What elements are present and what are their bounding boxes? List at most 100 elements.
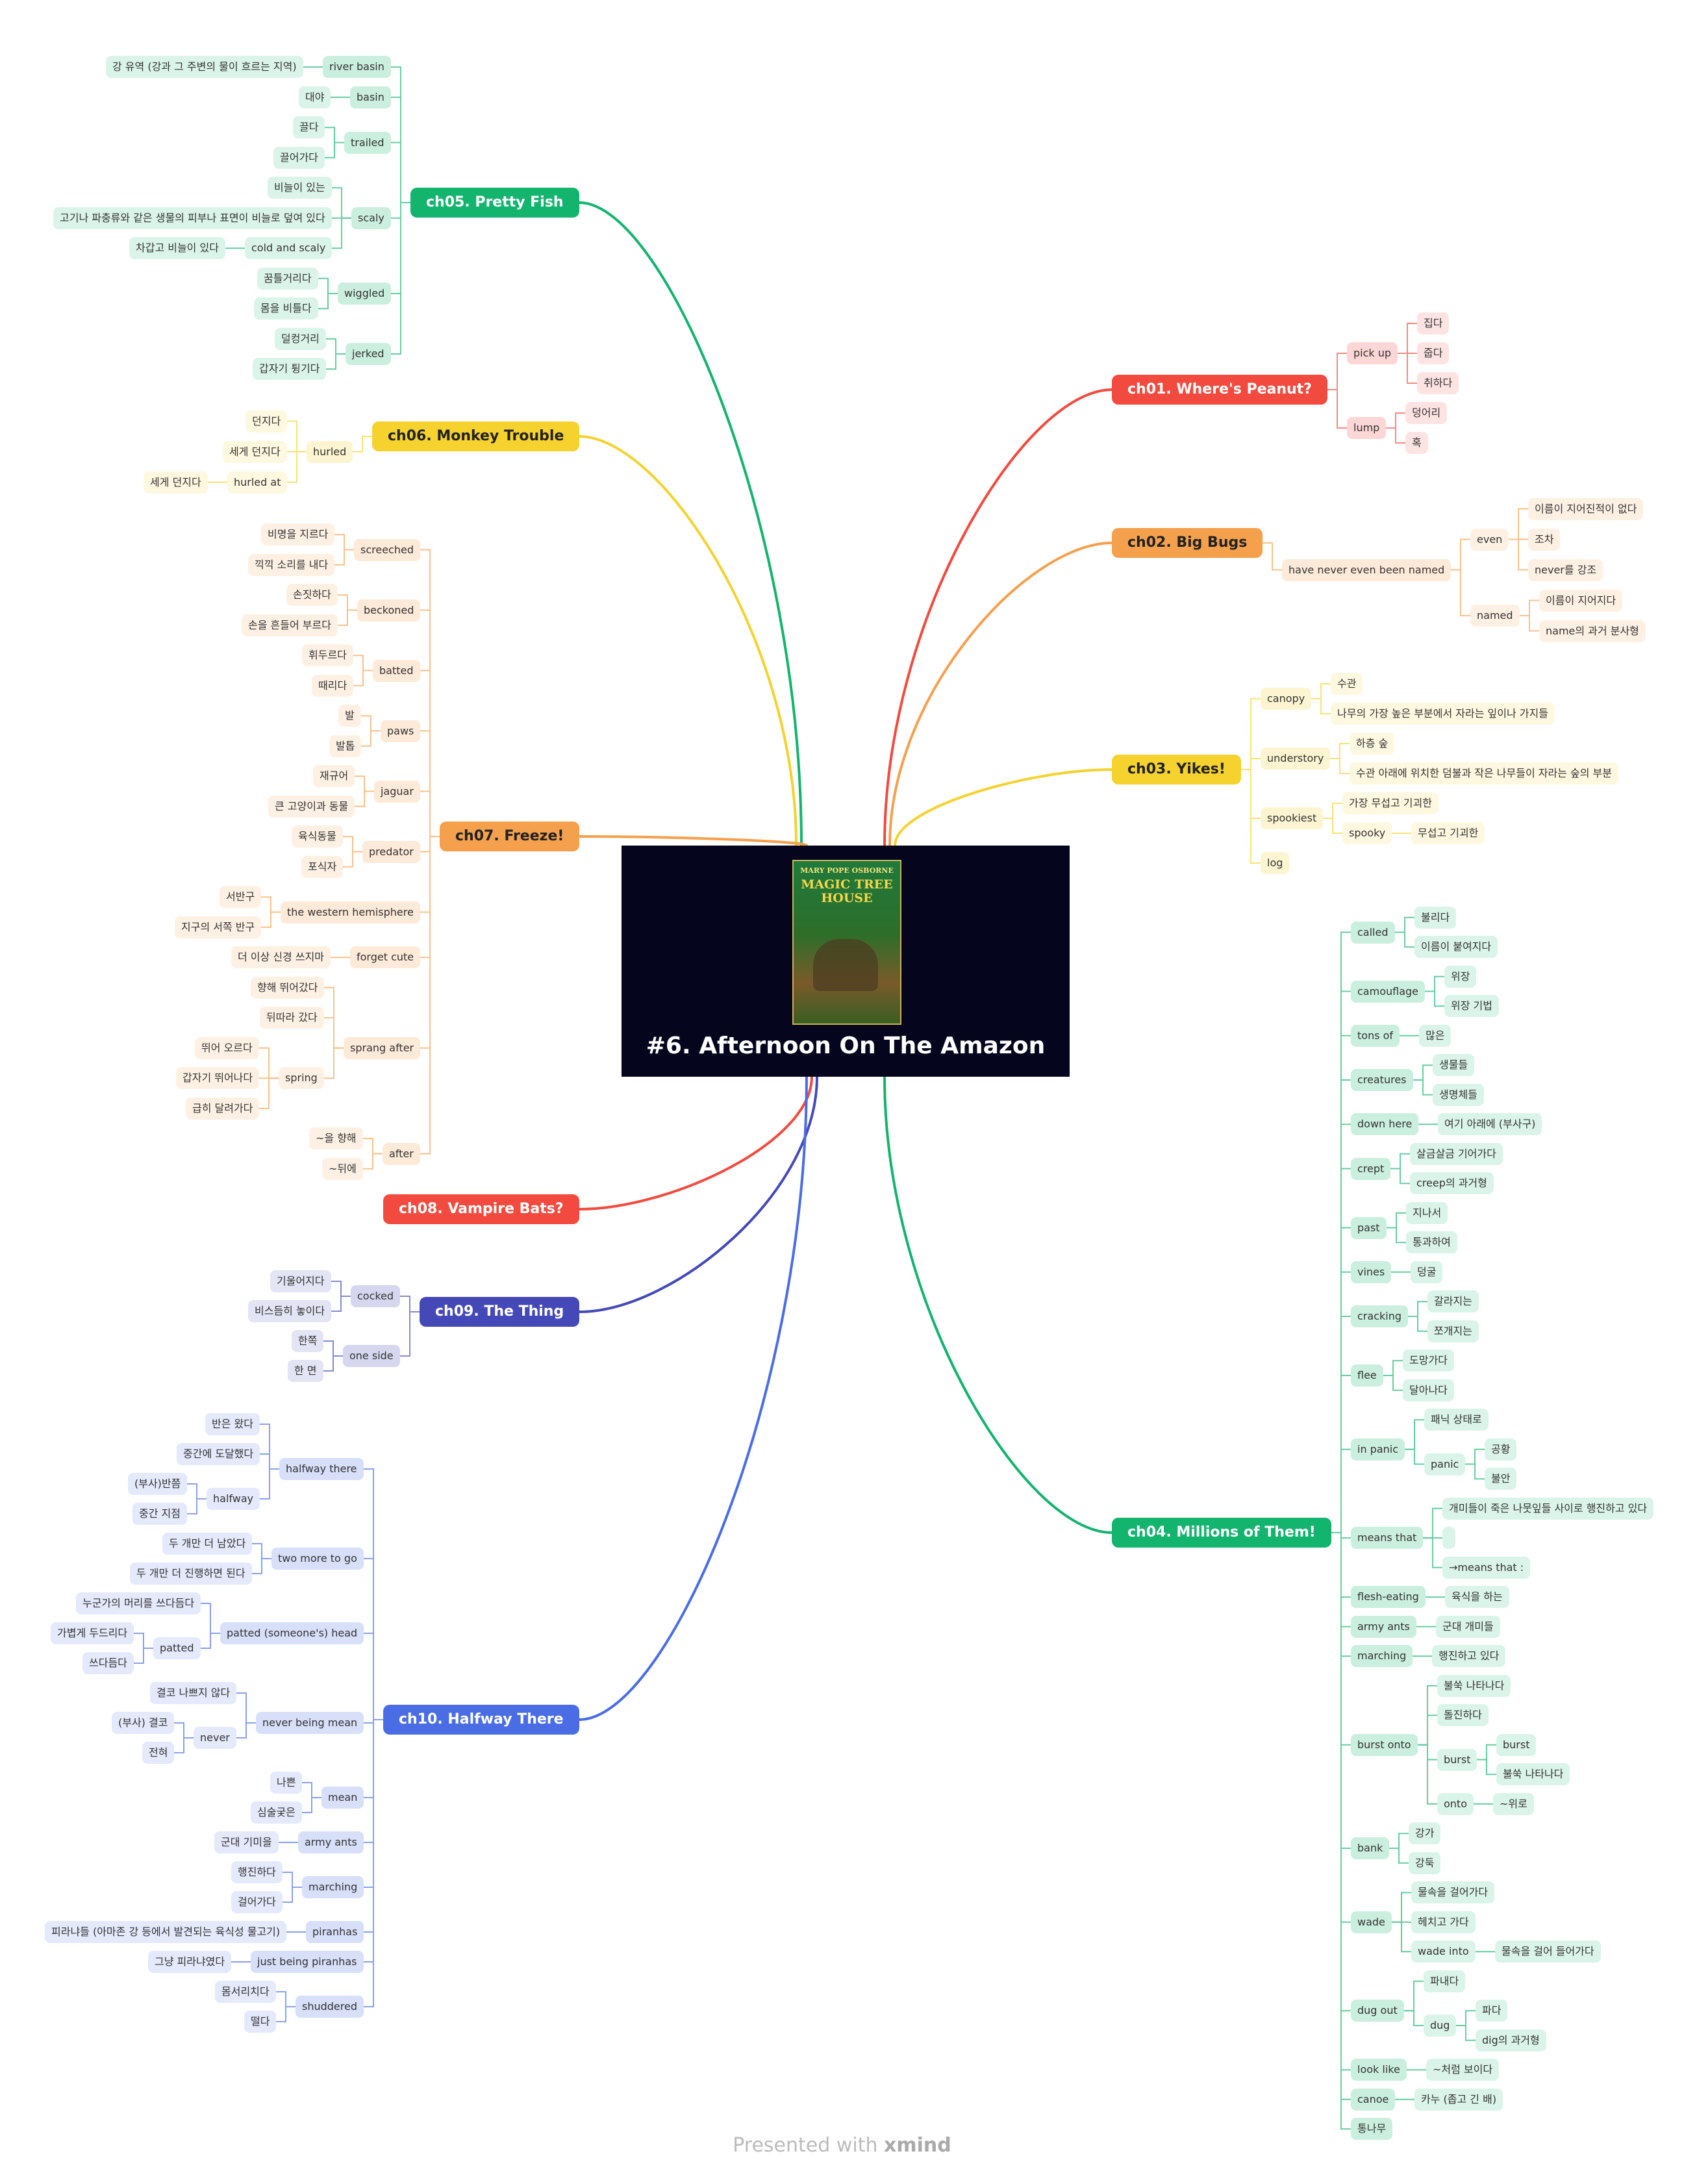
subtopic-item[interactable]: 가볍게 두드리다	[51, 1622, 134, 1644]
subtopic-onto[interactable]: onto	[1437, 1792, 1474, 1815]
topic-patted-someone-s-head[interactable]: patted (someone's) head	[220, 1622, 364, 1644]
topic-mean[interactable]: mean	[321, 1787, 364, 1809]
topic-paws[interactable]: paws	[381, 720, 421, 742]
subtopic-item[interactable]: 급히 달려가다	[186, 1097, 260, 1120]
subtopic-item[interactable]: 기울어지다	[270, 1270, 331, 1292]
subtopic-spring[interactable]: spring	[279, 1067, 324, 1090]
topic-cracking[interactable]: cracking	[1351, 1305, 1408, 1327]
topic-never-being-mean[interactable]: never being mean	[256, 1712, 364, 1734]
topic-means-that[interactable]: means that	[1351, 1527, 1424, 1550]
subtopic-patted[interactable]: patted	[153, 1637, 201, 1659]
topic-camouflage[interactable]: camouflage	[1351, 980, 1425, 1003]
subtopic-item[interactable]: 도망가다	[1403, 1349, 1454, 1372]
subtopic-item[interactable]: 수관	[1331, 673, 1363, 695]
subtopic-burst[interactable]: burst	[1437, 1748, 1477, 1771]
branch-ch05[interactable]: ch05. Pretty Fish	[410, 188, 579, 218]
subtopic-halfway[interactable]: halfway	[207, 1488, 260, 1510]
subtopic-item[interactable]: 파내다	[1424, 1970, 1466, 1992]
subtopic-item[interactable]: 불쑥 나타나다	[1437, 1674, 1511, 1697]
subtopic-item[interactable]: 끌다	[293, 116, 325, 139]
subtopic-item[interactable]: 쪼개지는	[1427, 1320, 1479, 1342]
branch-ch06[interactable]: ch06. Monkey Trouble	[372, 421, 580, 451]
subtopic-item[interactable]: 휘두르다	[302, 644, 353, 667]
central-topic[interactable]: MARY POPE OSBORNE MAGIC TREE HOUSE #6. A…	[622, 846, 1070, 1077]
subtopic-item[interactable]: 중간 지점	[132, 1503, 187, 1525]
topic-flee[interactable]: flee	[1351, 1364, 1383, 1387]
subtopic-item[interactable]: 뛰어 오르다	[195, 1036, 259, 1059]
subtopic-never[interactable]: never를 강조	[1528, 559, 1603, 581]
subtopic-item[interactable]: 전혀	[142, 1742, 175, 1764]
subtopic-item[interactable]: 하층 숲	[1350, 733, 1395, 755]
topic-cocked[interactable]: cocked	[351, 1285, 401, 1307]
subtopic-item[interactable]: 비명을 지르다	[261, 523, 335, 546]
subtopic-wade-into[interactable]: wade into	[1411, 1940, 1476, 1963]
subtopic-item[interactable]: 집다	[1417, 312, 1450, 334]
subtopic-item[interactable]: 두 개만 더 진행하면 된다	[130, 1563, 252, 1585]
subtopic-item[interactable]: 가장 무섭고 기괴한	[1342, 792, 1439, 814]
subtopic-item[interactable]: 갑자기 튕기다	[253, 358, 327, 381]
subtopic-item[interactable]: ~뒤에	[322, 1157, 363, 1180]
topic-forget-cute[interactable]: forget cute	[350, 946, 421, 969]
branch-ch03[interactable]: ch03. Yikes!	[1112, 755, 1241, 784]
subtopic-item[interactable]: 끌어가다	[273, 146, 325, 169]
topic-burst-onto[interactable]: burst onto	[1351, 1733, 1418, 1756]
branch-ch08[interactable]: ch08. Vampire Bats?	[383, 1194, 579, 1224]
subtopic-item[interactable]: 지나서	[1406, 1201, 1448, 1224]
subtopic-item[interactable]: 돌진하다	[1437, 1704, 1489, 1727]
subtopic-item[interactable]: (부사)반쯤	[128, 1473, 188, 1495]
subtopic-item[interactable]: 서반구	[220, 886, 262, 909]
subtopic-item[interactable]: 비늘이 있는	[268, 177, 332, 199]
subtopic-item[interactable]: 살금살금 기어가다	[1410, 1142, 1503, 1165]
subtopic-item[interactable]: 때리다	[312, 674, 354, 697]
topic-river-basin[interactable]: river basin	[323, 56, 391, 79]
subtopic-item[interactable]: 떨다	[244, 2011, 277, 2033]
subtopic-even[interactable]: even	[1470, 528, 1509, 551]
topic-in-panic[interactable]: in panic	[1351, 1438, 1405, 1461]
subtopic-item[interactable]: 나무의 가장 높은 부분에서 자라는 잎이나 가지들	[1331, 703, 1555, 725]
subtopic-item[interactable]: 물속을 걸어가다	[1411, 1881, 1495, 1904]
subtopic-item[interactable]: 세게 던지다	[223, 440, 287, 463]
topic-halfway-there[interactable]: halfway there	[279, 1458, 364, 1480]
subtopic-item[interactable]: 피라냐들 (아마존 강 등에서 발견되는 육식성 물고기)	[45, 1921, 287, 1943]
subtopic-item[interactable]: 고기나 파충류와 같은 생물의 피부나 표면이 비늘로 덮여 있다	[53, 207, 332, 229]
topic-screeched[interactable]: screeched	[354, 538, 420, 561]
subtopic-item[interactable]: 혹	[1405, 432, 1428, 454]
topic-log[interactable]: log	[1261, 852, 1290, 874]
subtopic-panic[interactable]: panic	[1424, 1453, 1466, 1475]
subtopic-item[interactable]: 세게 던지다	[144, 471, 208, 494]
topic-two-more-to-go[interactable]: two more to go	[271, 1548, 364, 1570]
subtopic-item[interactable]: 파다	[1476, 2000, 1508, 2022]
subtopic-item[interactable]: 몸서리치다	[215, 1981, 276, 2003]
subtopic-named[interactable]: named	[1470, 605, 1520, 627]
topic-beckoned[interactable]: beckoned	[357, 599, 421, 621]
topic-bank[interactable]: bank	[1351, 1837, 1390, 1859]
subtopic-item[interactable]: 한쪽	[292, 1330, 324, 1352]
subtopic-item[interactable]: 불쑥 나타나다	[1496, 1763, 1570, 1786]
subtopic-item[interactable]: 여기 아래에 (부사구)	[1438, 1113, 1542, 1136]
subtopic-item[interactable]: 수관 아래에 위치한 덤불과 작은 나무들이 자라는 숲의 부분	[1350, 762, 1618, 784]
topic-dug-out[interactable]: dug out	[1351, 2000, 1404, 2022]
topic-wade[interactable]: wade	[1351, 1911, 1392, 1933]
topic-predator[interactable]: predator	[362, 840, 420, 863]
topic-marching[interactable]: marching	[302, 1876, 364, 1898]
subtopic-item[interactable]: 많은	[1419, 1024, 1452, 1047]
subtopic-item[interactable]: 줍다	[1417, 342, 1450, 364]
topic-sprang-after[interactable]: sprang after	[344, 1036, 421, 1059]
subtopic-item[interactable]: 포식자	[301, 855, 344, 878]
topic-item[interactable]: 통나무	[1351, 2118, 1393, 2140]
subtopic-item[interactable]: 손을 흔들어 부르다	[242, 614, 338, 636]
subtopic-item[interactable]: 중간에 도달했다	[177, 1443, 260, 1465]
subtopic-item[interactable]: 공황	[1485, 1438, 1517, 1461]
subtopic-item[interactable]: 꿈틀거리다	[257, 267, 318, 290]
topic-jaguar[interactable]: jaguar	[374, 780, 420, 803]
subtopic-item[interactable]: 취하다	[1417, 372, 1459, 394]
subtopic-item[interactable]: 덩굴	[1411, 1261, 1443, 1283]
branch-ch04[interactable]: ch04. Millions of Them!	[1112, 1518, 1331, 1548]
subtopic-item[interactable]: 누군가의 머리를 쓰다듬다	[76, 1592, 201, 1614]
subtopic-item[interactable]: 군대 개미들	[1436, 1615, 1500, 1638]
subtopic-item[interactable]	[1442, 1527, 1455, 1550]
subtopic-item[interactable]: 군대 기미을	[214, 1831, 279, 1853]
branch-ch01[interactable]: ch01. Where's Peanut?	[1112, 375, 1327, 405]
subtopic-item[interactable]: 쓰다듬다	[82, 1652, 134, 1674]
subtopic-means-that[interactable]: →means that :	[1442, 1556, 1531, 1579]
